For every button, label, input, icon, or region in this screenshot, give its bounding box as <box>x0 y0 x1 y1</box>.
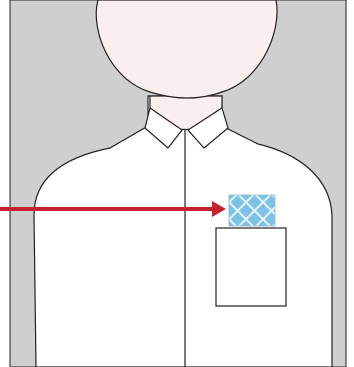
chest-pocket <box>216 228 286 306</box>
pocket-square-icon <box>229 195 275 226</box>
